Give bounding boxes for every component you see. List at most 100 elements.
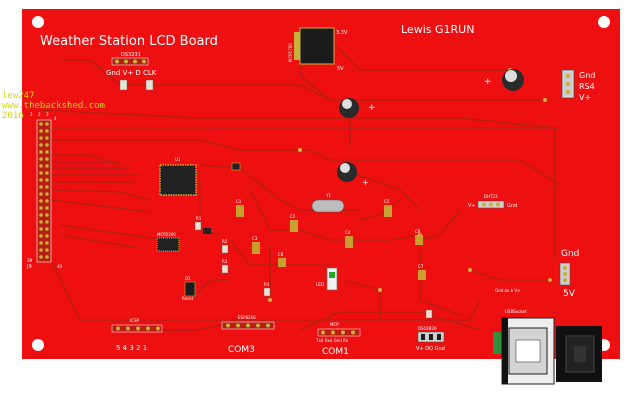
j9-pin	[45, 192, 49, 196]
j9-pin	[45, 164, 49, 168]
c4-label: C4	[345, 230, 351, 235]
j9-pin	[39, 129, 43, 133]
led-label: LED	[316, 282, 324, 287]
c8-label: C8	[278, 252, 284, 257]
mounting-hole-tl	[32, 16, 44, 28]
j9-pin	[39, 220, 43, 224]
c5-label: C5	[384, 199, 390, 204]
watermark-line2: www.thebackshed.com	[2, 101, 105, 111]
j9-pin	[45, 213, 49, 217]
ds18b20-label: DS18B20	[418, 326, 437, 331]
c7-label: C7	[418, 264, 424, 269]
j9-pin40-label: 40	[57, 264, 63, 269]
icsp-label: ICSP	[130, 318, 140, 323]
j9-pin	[45, 129, 49, 133]
j9-pin	[45, 136, 49, 140]
j9-pin	[39, 213, 43, 217]
j9-pin	[39, 171, 43, 175]
j9-pin	[45, 206, 49, 210]
c1-label: C1	[236, 199, 242, 204]
dht22-vplus-label: V+	[468, 203, 476, 209]
j9-label: J9	[26, 264, 32, 270]
power-gnd-label: Gnd	[561, 249, 579, 259]
c2-label: C2	[290, 214, 296, 219]
u2-label: MCP2200	[157, 232, 176, 237]
j9-pin	[39, 150, 43, 154]
header-j9	[36, 119, 52, 263]
j9-pin	[39, 241, 43, 245]
j9-pin	[39, 164, 43, 168]
u1-label: U1	[175, 157, 181, 162]
j9-pin	[39, 122, 43, 126]
reset-label: Reset	[182, 296, 194, 301]
ds3231-label: DS3231	[121, 52, 141, 58]
j9-pin	[39, 157, 43, 161]
resistor-r-ds1	[119, 79, 128, 91]
rs54-gnd-label: Gnd	[579, 71, 595, 80]
traces	[39, 44, 561, 331]
j9-pin	[45, 157, 49, 161]
pcb-board	[22, 9, 620, 359]
r3-label: R3	[222, 259, 228, 264]
j9-pin	[39, 248, 43, 252]
j9-pin	[39, 178, 43, 182]
resistor-r-ds2	[145, 79, 154, 91]
barrel-jack	[556, 326, 602, 382]
voltage-regulator	[299, 27, 335, 65]
j9-pin	[45, 185, 49, 189]
r1-label: R1	[196, 216, 202, 221]
cap2-plus: +	[484, 77, 492, 87]
regulator-3v3-label: 3.3V	[336, 30, 348, 36]
r2-label: R2	[222, 239, 228, 244]
rs54-vplus-label: V+	[579, 93, 591, 102]
com3-header-label: ESP8266	[238, 315, 256, 320]
dht22-gnd-label: Gnd	[507, 203, 517, 209]
rs54-rs-label: RS4	[579, 82, 595, 91]
j9-pin	[45, 241, 49, 245]
j9-pin1-label: 1	[30, 112, 33, 117]
watermark: lew247 www.thebackshed.com 2016	[2, 91, 105, 121]
j9-pin	[39, 185, 43, 189]
j9-pin	[45, 220, 49, 224]
dht22-label: DHT22	[484, 194, 498, 199]
com1-header	[317, 328, 361, 337]
cap1-plus: +	[368, 103, 376, 113]
j9-pin	[39, 255, 43, 259]
j9-pin	[45, 122, 49, 126]
power-5v-label: 5V	[563, 289, 576, 299]
board-title: Weather Station LCD Board	[40, 34, 218, 49]
capacitor-electrolytic-2	[502, 69, 524, 91]
watermark-line3: 2016	[2, 111, 24, 121]
ds18b20-pin-labels: V+ DQ Gnd	[416, 346, 445, 352]
j9-pin2-label: 2	[38, 112, 41, 117]
com1-pin-labels: Txd Rxd Gnd Rx	[315, 338, 349, 343]
j9-pin	[45, 227, 49, 231]
j9-pin	[45, 171, 49, 175]
capacitor-electrolytic-3	[337, 162, 357, 182]
watermark-line1: lew247	[2, 91, 35, 101]
c6-label: C6	[415, 229, 421, 234]
y1-label: Y1	[325, 193, 331, 198]
j9-pin3-label: 3	[46, 112, 49, 117]
j9-pin	[45, 255, 49, 259]
green-terminal	[493, 332, 503, 354]
j9-pin	[45, 234, 49, 238]
regulator-part-label: MCP1700	[288, 43, 293, 62]
j9-pin	[45, 178, 49, 182]
j9-pin	[45, 248, 49, 252]
j9-pin	[45, 199, 49, 203]
mounting-hole-tr	[598, 16, 610, 28]
crystal-y1	[311, 199, 345, 213]
c3-label: C3	[252, 236, 258, 241]
j9-pin	[39, 206, 43, 210]
regulator-5v-label: 5V	[337, 66, 344, 72]
capacitor-electrolytic-1	[339, 98, 359, 118]
smd-components	[156, 162, 433, 319]
j9-pin	[39, 143, 43, 147]
mounting-hole-bl	[32, 339, 44, 351]
j9-pin39-label: 39	[27, 258, 33, 263]
ds3231-pin-labels: Gnd V+ D CLK	[106, 69, 157, 77]
j9-pin	[39, 136, 43, 140]
d1-label: D1	[185, 276, 191, 281]
j9-pin	[39, 227, 43, 231]
